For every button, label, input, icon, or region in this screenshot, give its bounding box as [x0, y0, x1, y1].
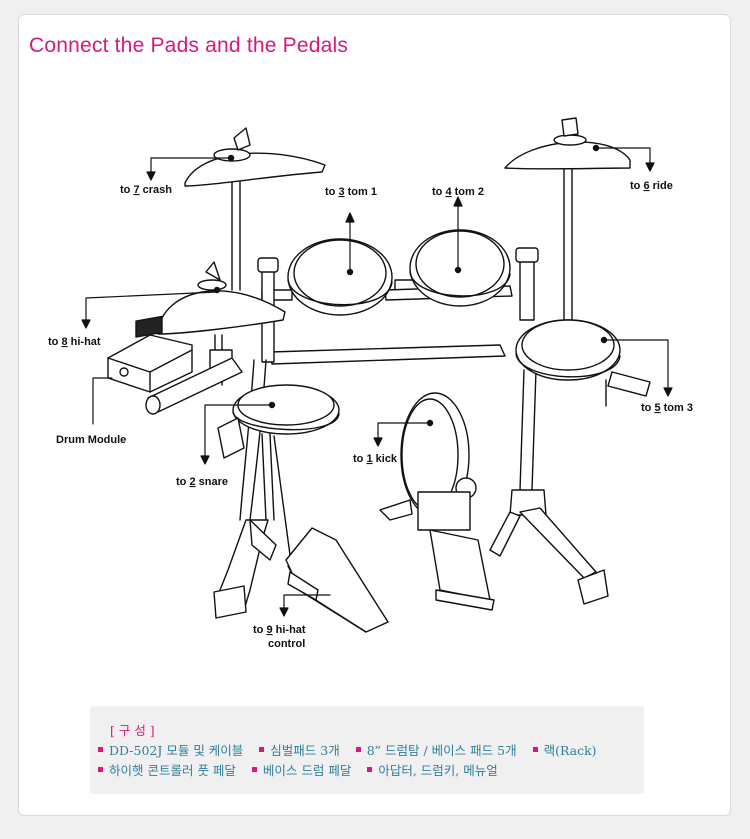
label-ride: to 6 ride	[630, 180, 673, 192]
component-item: 랙(Rack)	[532, 743, 597, 758]
crash-cymbal	[184, 127, 326, 291]
label-hihat: to 8 hi-hat	[48, 336, 101, 348]
component-item: 8” 드럼탐 / 베이스 패드 5개	[355, 743, 517, 758]
kick-pedal	[417, 477, 495, 611]
label-kick: to 1 kick	[353, 453, 398, 465]
components-heading: [ 구 성 ]	[110, 723, 155, 738]
callout-arrows	[81, 147, 673, 617]
label-tom3: to 5 tom 3	[641, 402, 693, 414]
drum-module	[107, 315, 243, 415]
label-crash: to 7 crash	[120, 184, 172, 196]
label-hihat-control: to 9 hi-hat	[253, 624, 306, 636]
kick-pad	[379, 392, 470, 521]
rack-right-post	[489, 247, 609, 605]
tom2-pad	[409, 229, 511, 307]
ride-cymbal	[504, 117, 631, 331]
component-item: 심벌패드 3개	[259, 743, 340, 758]
component-item: 하이햇 콘트롤러 풋 페달	[98, 763, 236, 778]
page-title: Connect the Pads and the Pedals	[29, 34, 349, 57]
bullet-icon	[251, 767, 257, 772]
component-text: 심벌패드 3개	[270, 743, 340, 758]
rack-left-post	[213, 257, 279, 619]
component-text: DD-502J 모듈 및 케이블	[109, 743, 244, 758]
component-item: DD-502J 모듈 및 케이블	[98, 743, 243, 758]
component-text: 하이햇 콘트롤러 풋 페달	[109, 763, 236, 778]
label-hihat-control-line2: control	[268, 638, 305, 650]
bullet-icon	[355, 747, 361, 752]
hihat-control-pedal	[273, 435, 389, 633]
components-panel: [ 구 성 ] DD-502J 모듈 및 케이블 심벌패드 3개 8” 드럼탐 …	[90, 706, 644, 794]
component-item: 베이스 드럼 페달	[251, 763, 352, 778]
bullet-icon	[532, 747, 538, 752]
component-text: 랙(Rack)	[543, 743, 597, 758]
label-snare: to 2 snare	[176, 476, 228, 488]
component-text: 베이스 드럼 페달	[262, 763, 352, 778]
label-drum-module: Drum Module	[56, 434, 126, 446]
bullet-icon	[367, 767, 373, 772]
diagram-labels: to 7 crash to 3 tom 1 to 4 tom 2 to 6 ri…	[48, 180, 693, 650]
tom3-pad	[515, 319, 651, 407]
label-tom2: to 4 tom 2	[432, 186, 484, 198]
components-row-1: DD-502J 모듈 및 케이블 심벌패드 3개 8” 드럼탐 / 베이스 패드…	[98, 740, 609, 759]
components-row-2: 하이햇 콘트롤러 풋 페달 베이스 드럼 페달 아답터, 드럼키, 메뉴얼	[98, 760, 510, 779]
bullet-icon	[98, 767, 103, 772]
component-item: 아답터, 드럼키, 메뉴얼	[367, 763, 498, 778]
component-text: 아답터, 드럼키, 메뉴얼	[378, 763, 498, 778]
drum-kit-diagram: to 7 crash to 3 tom 1 to 4 tom 2 to 6 ri…	[48, 117, 693, 650]
bullet-icon	[98, 747, 103, 752]
tom1-pad	[287, 238, 393, 316]
label-tom1: to 3 tom 1	[325, 186, 377, 198]
component-text: 8” 드럼탐 / 베이스 패드 5개	[366, 743, 517, 758]
snare-pad	[217, 384, 340, 521]
bullet-icon	[259, 747, 265, 752]
